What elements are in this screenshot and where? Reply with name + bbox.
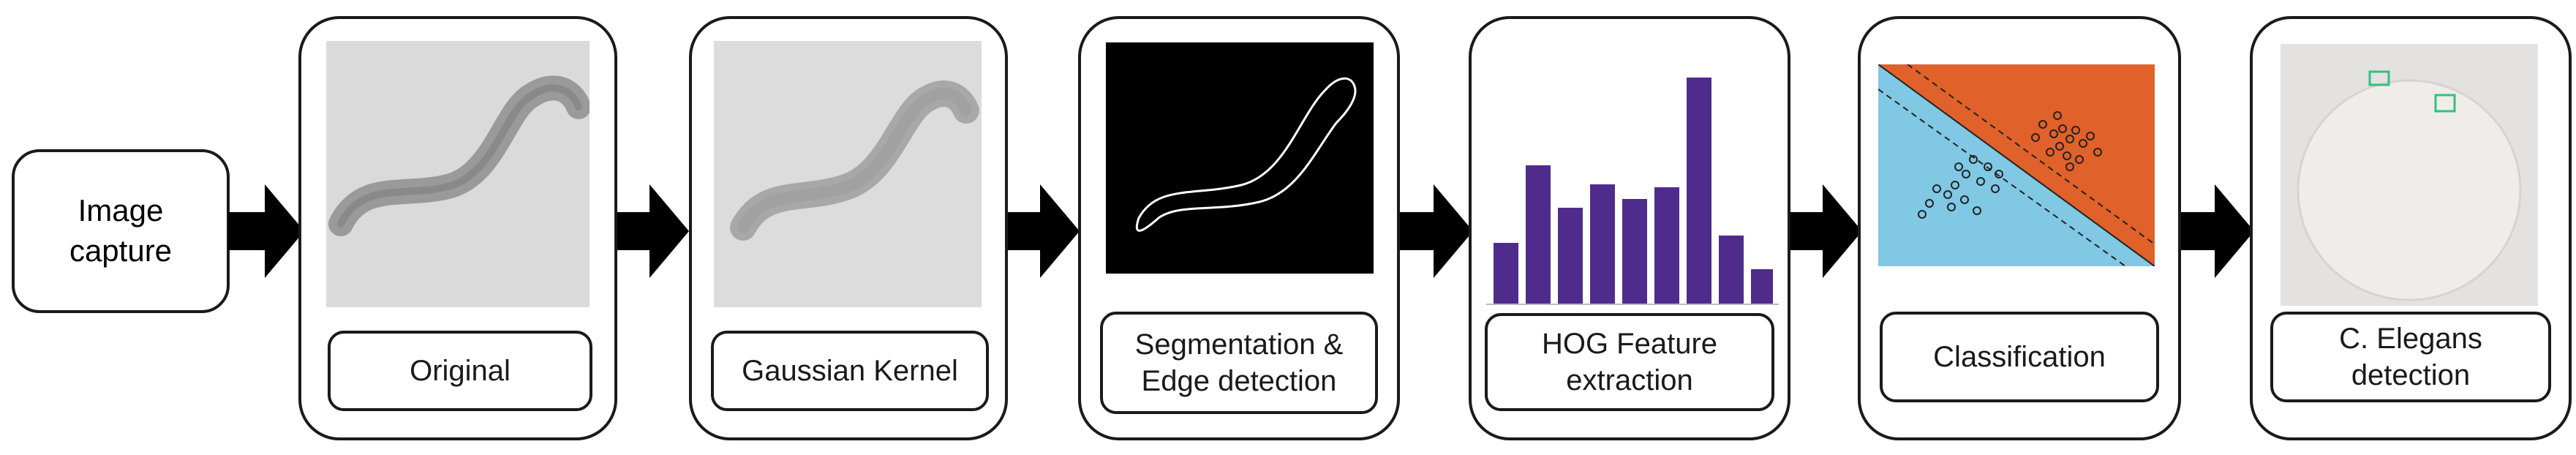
- hog-bar: [1654, 187, 1679, 304]
- hog-bar: [1558, 208, 1583, 304]
- hog-bar: [1751, 269, 1773, 304]
- worm-edge-image: [1106, 42, 1374, 274]
- hog-bar: [1622, 199, 1647, 304]
- arrow-right-icon: [1003, 184, 1080, 278]
- hog-bar: [1687, 78, 1711, 304]
- arrow-right-icon: [2178, 184, 2254, 278]
- gaussian-kernel-label: Gaussian Kernel: [711, 331, 989, 411]
- detection-stage: C. Elegans detection: [2250, 16, 2572, 440]
- classification-stage: Classification: [1858, 16, 2181, 440]
- petri-dish-image: [2281, 44, 2538, 306]
- worm-original-image: [326, 41, 591, 307]
- detection-label: C. Elegans detection: [2270, 312, 2551, 402]
- worm-blurred-image: [714, 41, 982, 307]
- classification-label: Classification: [1880, 312, 2159, 402]
- hog-stage: HOG Feature extraction: [1469, 16, 1790, 440]
- detection-box: [2434, 94, 2456, 113]
- arrow-right-icon: [1397, 184, 1473, 278]
- hog-histogram: [1486, 48, 1779, 306]
- classification-plot: [1878, 64, 2155, 267]
- detection-box: [2368, 70, 2390, 86]
- hog-label: HOG Feature extraction: [1485, 313, 1774, 411]
- arrow-right-icon: [613, 184, 689, 278]
- segmentation-stage: Segmentation & Edge detection: [1078, 16, 1400, 440]
- original-stage: Original: [298, 16, 617, 440]
- segmentation-label: Segmentation & Edge detection: [1100, 312, 1378, 414]
- arrow-right-icon: [1786, 184, 1862, 278]
- hog-bar: [1494, 243, 1518, 304]
- original-label: Original: [328, 331, 592, 411]
- hog-bar: [1719, 236, 1744, 304]
- hog-bar: [1590, 184, 1615, 304]
- gaussian-kernel-stage: Gaussian Kernel: [689, 16, 1008, 440]
- hog-bar: [1526, 165, 1551, 304]
- image-capture-box: Image capture: [12, 149, 230, 313]
- arrow-right-icon: [228, 184, 304, 278]
